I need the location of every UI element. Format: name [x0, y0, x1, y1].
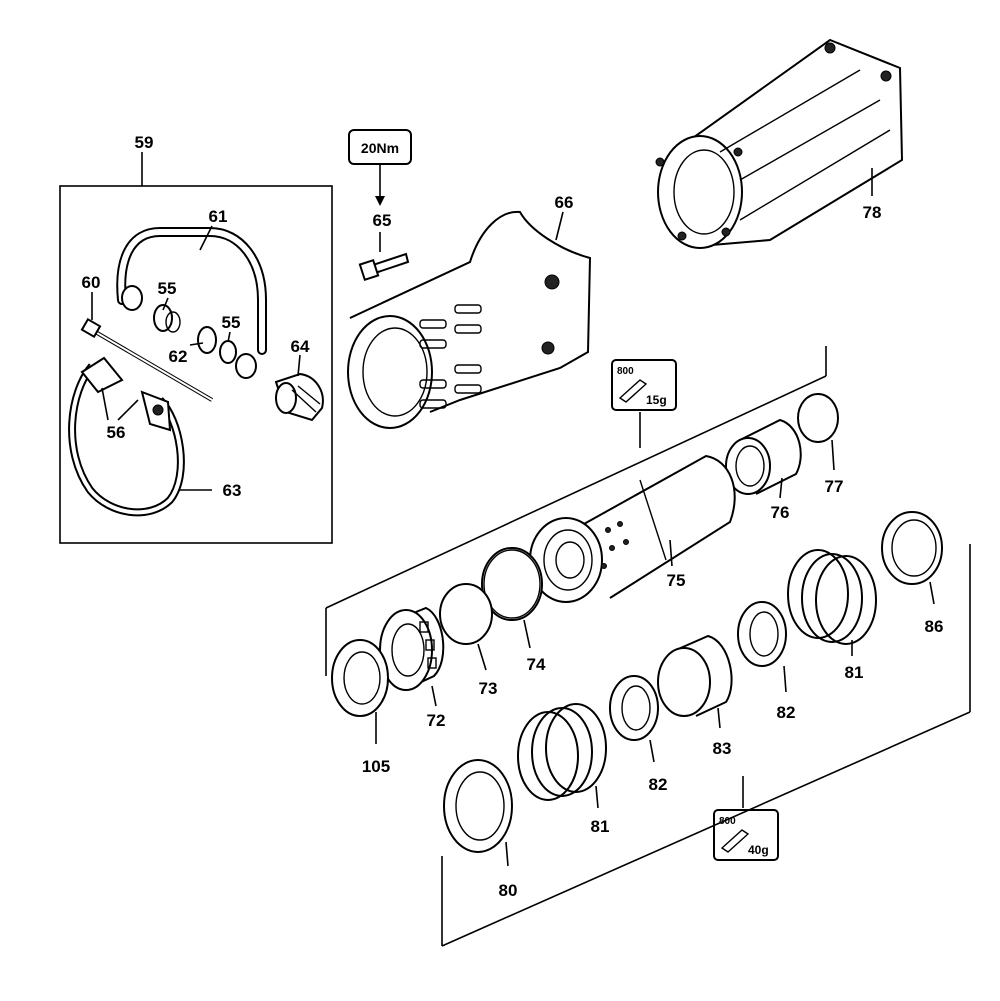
label-65: 65 [373, 211, 392, 230]
washer-82-upper: 82 [737, 601, 796, 722]
bushing-83: 83 [657, 634, 733, 758]
housing-78-flange [657, 135, 743, 249]
housing-bore [347, 315, 433, 429]
serrated-washer-55-a [153, 304, 173, 332]
cylinder-housing-66: 66 [347, 193, 592, 429]
label-86: 86 [925, 617, 944, 636]
grease-gun-icon-bottom [720, 829, 750, 853]
grease-bottom-code: 800 [719, 816, 736, 827]
label-74: 74 [527, 655, 546, 674]
outer-housing-78: 78 [655, 38, 904, 249]
label-105: 105 [362, 757, 390, 776]
label-60: 60 [82, 273, 101, 292]
label-73: 73 [479, 679, 498, 698]
label-66: 66 [555, 193, 574, 212]
lower-parts-bracket: 800 40g [441, 544, 971, 947]
side-handle-bar [116, 227, 267, 355]
label-63: 63 [223, 481, 242, 500]
band-lug-left [80, 356, 124, 394]
handle-end-sleeve [235, 353, 257, 379]
grease-bottom-amount: 40g [748, 843, 769, 857]
grease-gun-icon [618, 379, 648, 403]
label-61: 61 [209, 207, 228, 226]
o-ring-73 [439, 583, 493, 645]
sleeve-76: 76 [725, 418, 802, 522]
handle-assembly-group: 59 61 60 55 55 62 64 [59, 133, 333, 544]
label-76: 76 [771, 503, 790, 522]
label-81-b: 81 [591, 817, 610, 836]
handle-assembly-frame [59, 185, 333, 544]
ring-86: 86 [881, 511, 944, 636]
seal-105: 105 [331, 639, 390, 776]
spring-81-upper: 81 [787, 549, 877, 682]
label-82-a: 82 [777, 703, 796, 722]
label-78: 78 [863, 203, 882, 222]
ring-80: 80 [443, 759, 518, 900]
label-59: 59 [135, 133, 154, 152]
washer-82-lower: 82 [609, 675, 668, 794]
upper-parts-bracket: 800 15g [325, 346, 827, 676]
grease-spec-top [611, 359, 677, 411]
grease-spec-bottom [713, 809, 779, 861]
bolt-head [80, 317, 102, 339]
label-56: 56 [107, 423, 126, 442]
label-82-b: 82 [649, 775, 668, 794]
label-81-a: 81 [845, 663, 864, 682]
grease-top-code: 800 [617, 366, 634, 377]
grease-top-amount: 15g [646, 393, 667, 407]
serrated-washer-62 [197, 326, 217, 354]
label-62: 62 [169, 347, 188, 366]
label-72: 72 [427, 711, 446, 730]
o-ring-74 [481, 547, 543, 621]
label-55-b: 55 [222, 313, 241, 332]
label-77: 77 [825, 477, 844, 496]
label-83: 83 [713, 739, 732, 758]
clamp-nut [121, 285, 143, 311]
serrated-washer-55-b [219, 340, 237, 364]
screw-65-group: 20Nm 65 [348, 129, 412, 282]
label-75: 75 [667, 571, 686, 590]
torque-spec-text: 20Nm [361, 140, 399, 156]
label-80: 80 [499, 881, 518, 900]
bearing-72: 72 [379, 606, 446, 730]
spring-81-lower: 81 [517, 703, 610, 836]
label-55-a: 55 [158, 279, 177, 298]
o-ring-77 [797, 393, 839, 443]
label-64: 64 [291, 337, 310, 356]
cylinder-75: 75 [529, 454, 736, 603]
